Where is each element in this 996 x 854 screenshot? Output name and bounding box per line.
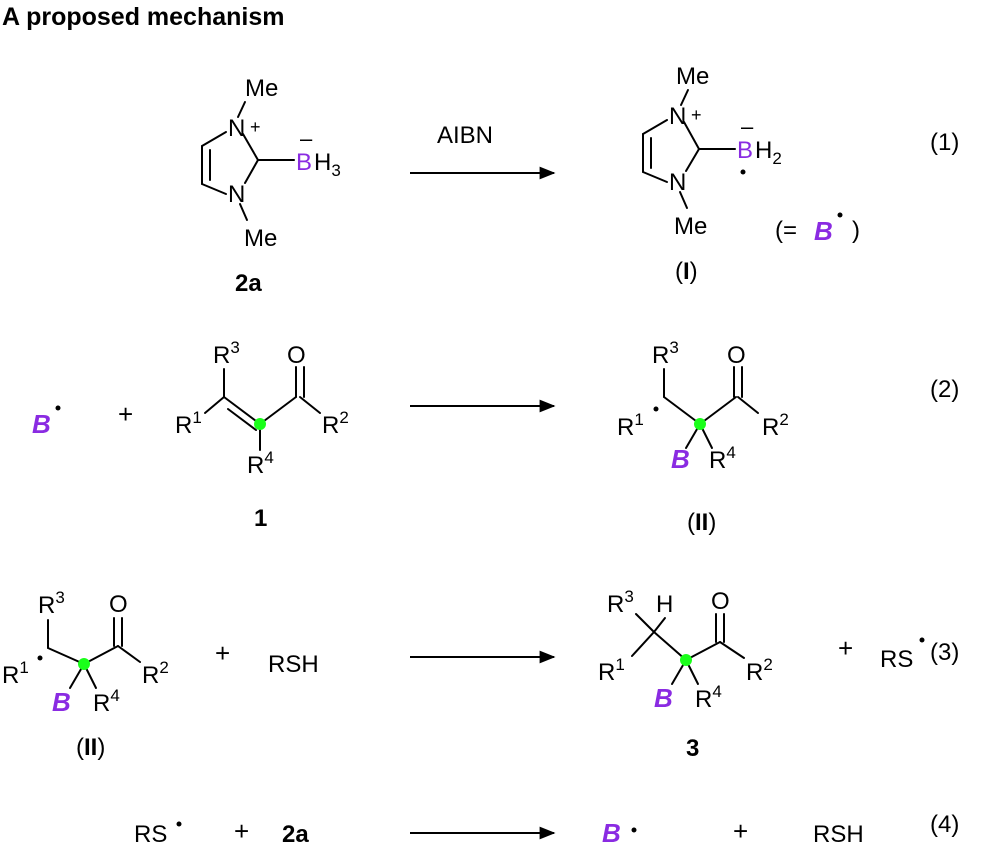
h3-group: H3 — [314, 149, 341, 180]
boryl-substituent: B — [52, 687, 71, 717]
minus-charge: – — [300, 126, 313, 151]
r3-label: R3 — [607, 587, 634, 618]
plus-sign: + — [234, 816, 249, 846]
equation-number-1: (1) — [930, 129, 959, 156]
r2-label: R2 — [322, 408, 349, 439]
radical-I: Me N + N Me B – H2 (= B ) (I) — [642, 63, 860, 285]
thiyl-radical: RS — [880, 646, 913, 673]
oxygen-label: O — [287, 342, 306, 369]
equation-number-2: (2) — [930, 376, 959, 403]
plus-charge: + — [250, 117, 261, 137]
r3-label: R3 — [652, 338, 679, 369]
minus-charge: – — [741, 114, 754, 139]
nitrogen-bottom-label: N — [228, 181, 245, 208]
compound-2a: Me N + N Me B – H3 2a — [201, 75, 341, 297]
oxygen-label: O — [711, 588, 730, 615]
alpha-carbon-marker — [694, 418, 706, 430]
radical-dot — [37, 655, 43, 661]
r3-label: R3 — [213, 338, 240, 369]
plus-sign: + — [838, 633, 853, 663]
radical-dot — [631, 827, 637, 833]
methyl-bottom-label: Me — [674, 213, 707, 240]
r2-label: R2 — [746, 655, 773, 686]
r1-label: R1 — [2, 658, 29, 689]
boron-atom: B — [737, 137, 753, 164]
r4-label: R4 — [709, 443, 736, 474]
compound-1-label: 1 — [254, 505, 267, 532]
radical-dot — [653, 406, 659, 412]
r1-label: R1 — [175, 408, 202, 439]
radical-II-label: (II) — [687, 509, 716, 536]
radical-dot — [176, 821, 182, 827]
nitrogen-top-label: N — [228, 115, 245, 142]
methyl-top-label: Me — [676, 63, 709, 90]
hydrogen-label: H — [656, 591, 673, 618]
plus-charge: + — [691, 105, 702, 125]
radical-dot — [837, 212, 843, 218]
thiyl-radical: RS — [134, 821, 167, 848]
radical-dot — [919, 637, 925, 643]
radical-II-reactant: R3 R1 O R2 B R4 (II) — [2, 588, 169, 761]
scheme-title: A proposed mechanism — [2, 3, 284, 31]
r4-label: R4 — [695, 682, 722, 713]
thiol-reagent: RSH — [268, 651, 319, 678]
r2-label: R2 — [762, 410, 789, 441]
boryl-substituent: B — [654, 683, 673, 713]
r3-label: R3 — [38, 588, 65, 619]
compound-3-label: 3 — [686, 735, 699, 762]
radical-dot — [55, 405, 61, 411]
thiol-product: RSH — [813, 821, 864, 848]
boryl-substituent: B — [671, 444, 690, 474]
boryl-radical: B — [32, 409, 51, 439]
compound-2a-label: 2a — [282, 821, 309, 848]
equals-close: ) — [852, 217, 860, 244]
r4-label: R4 — [93, 686, 120, 717]
alpha-carbon-marker — [254, 418, 266, 430]
r1-label: R1 — [617, 410, 644, 441]
compound-1: R3 R1 O R2 R4 1 — [175, 338, 349, 532]
equation-number-3: (3) — [930, 639, 959, 666]
alpha-carbon-marker — [78, 658, 90, 670]
alpha-carbon-marker — [680, 654, 692, 666]
boron-atom: B — [296, 149, 312, 176]
radical-dot — [740, 169, 746, 175]
radical-I-label: (I) — [675, 258, 698, 285]
equation-number-4: (4) — [930, 811, 959, 838]
plus-sign: + — [733, 816, 748, 846]
compound-2a-label: 2a — [235, 270, 262, 297]
r1-label: R1 — [598, 655, 625, 686]
plus-sign: + — [215, 638, 230, 668]
oxygen-label: O — [727, 342, 746, 369]
h2-group: H2 — [755, 137, 782, 168]
boryl-radical: B — [602, 818, 621, 848]
methyl-bottom-label: Me — [244, 225, 277, 252]
plus-sign: + — [118, 399, 133, 429]
oxygen-label: O — [109, 591, 128, 618]
equals-open: (= — [775, 217, 797, 244]
radical-II-label: (II) — [76, 734, 105, 761]
methyl-top-label: Me — [245, 75, 278, 102]
aibn-reagent: AIBN — [437, 122, 493, 149]
r4-label: R4 — [247, 448, 274, 479]
boryl-symbol: B — [814, 216, 833, 246]
r2-label: R2 — [142, 658, 169, 689]
nitrogen-top-label: N — [669, 103, 686, 130]
radical-II: R3 R1 O R2 B R4 (II) — [617, 338, 789, 536]
nitrogen-bottom-label: N — [669, 169, 686, 196]
compound-3: R3 H R1 O R2 B R4 3 — [598, 587, 773, 762]
